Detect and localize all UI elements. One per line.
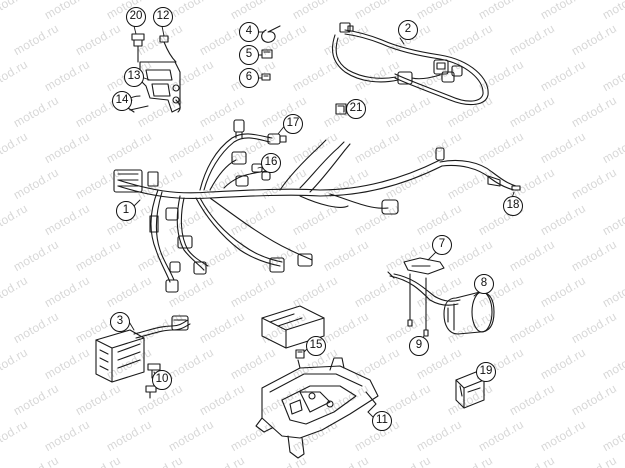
callout-part-19[interactable]: 19 <box>476 362 496 382</box>
sub-harness-drawing <box>331 22 489 106</box>
callout-part-9[interactable]: 9 <box>409 336 429 356</box>
callout-part-10[interactable]: 10 <box>152 370 172 390</box>
callout-part-20[interactable]: 20 <box>126 7 146 27</box>
callout-part-8[interactable]: 8 <box>474 274 494 294</box>
leader-lines <box>127 25 515 421</box>
callout-part-2[interactable]: 2 <box>398 20 418 40</box>
callout-part-12[interactable]: 12 <box>153 7 173 27</box>
part-21-drawing <box>335 103 347 115</box>
callout-part-16[interactable]: 16 <box>261 153 281 173</box>
regulator-drawing <box>95 315 191 399</box>
relay-assembly-drawing <box>387 257 495 337</box>
small-parts-4-5-6-drawing <box>261 25 281 81</box>
control-module-drawing <box>261 305 325 349</box>
main-harness-drawing <box>113 119 521 293</box>
callout-part-13[interactable]: 13 <box>124 67 144 87</box>
callout-part-7[interactable]: 7 <box>432 235 452 255</box>
callout-part-5[interactable]: 5 <box>239 45 259 65</box>
callout-part-3[interactable]: 3 <box>110 312 130 332</box>
callout-part-17[interactable]: 17 <box>283 114 303 134</box>
callout-part-6[interactable]: 6 <box>239 68 259 88</box>
switch-bracket-drawing <box>123 33 181 113</box>
callout-part-21[interactable]: 21 <box>346 99 366 119</box>
battery-tray-drawing <box>255 357 379 459</box>
callout-part-14[interactable]: 14 <box>112 91 132 111</box>
callout-part-11[interactable]: 11 <box>372 411 392 431</box>
callout-part-15[interactable]: 15 <box>306 336 326 356</box>
callout-part-18[interactable]: 18 <box>503 196 523 216</box>
callout-part-4[interactable]: 4 <box>239 22 259 42</box>
part-15-drawing <box>295 349 305 359</box>
callout-part-1[interactable]: 1 <box>116 201 136 221</box>
